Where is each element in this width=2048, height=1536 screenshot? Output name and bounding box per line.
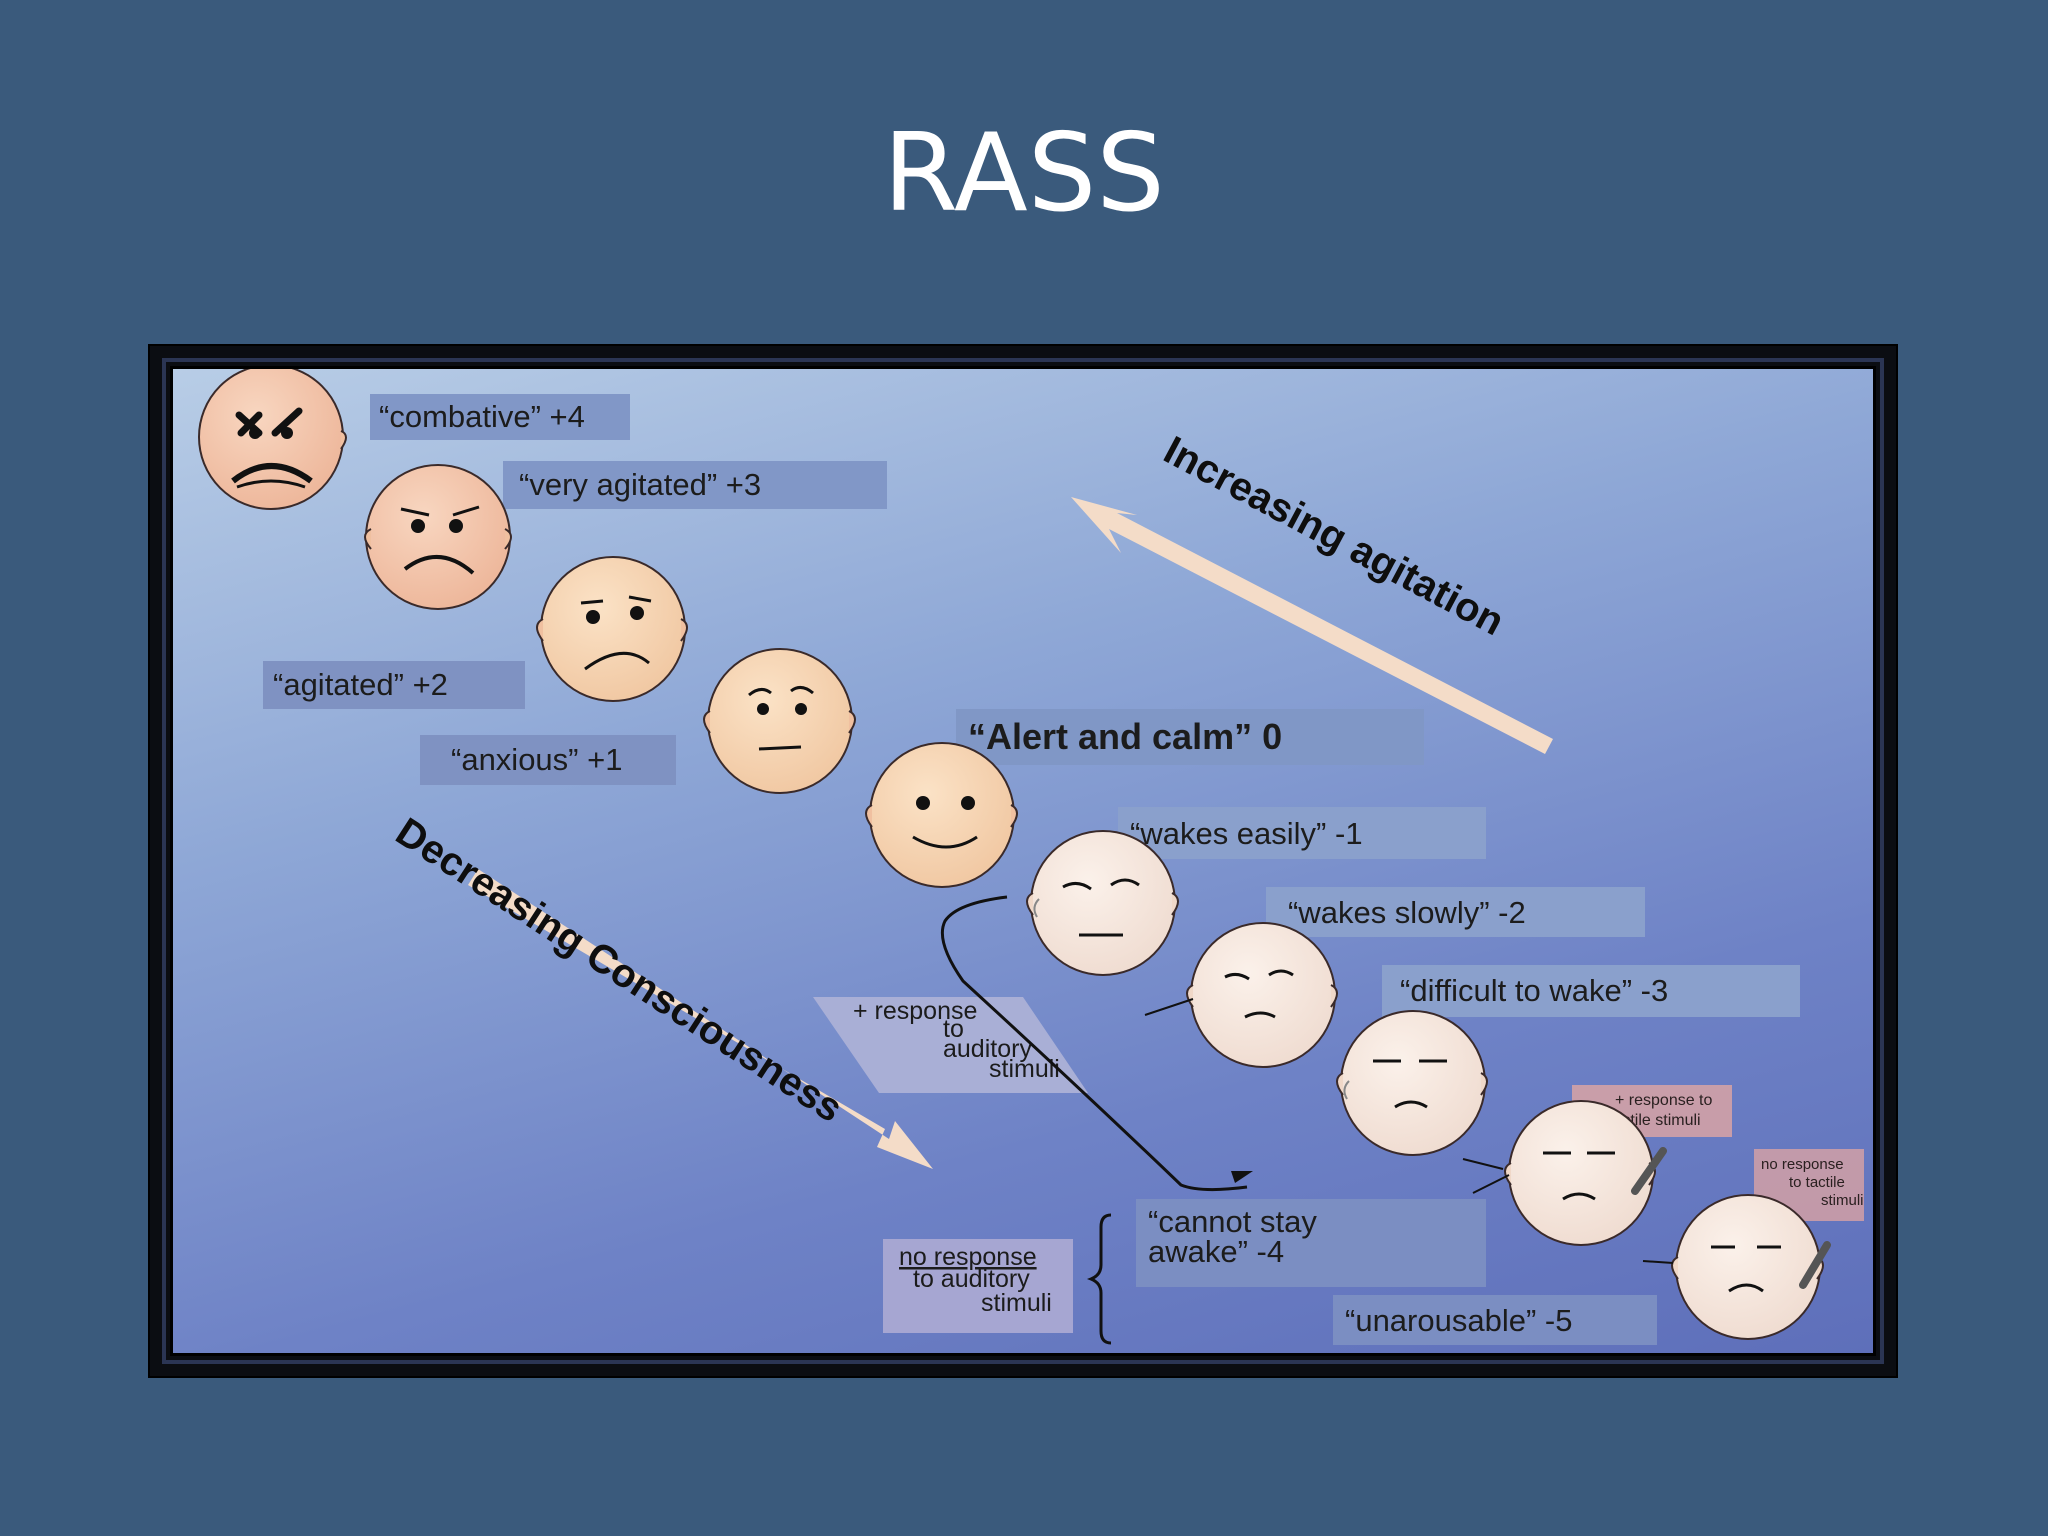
- face-very-agitated-plus3: [364, 464, 512, 610]
- face-wakes-slowly-minus2: [1144, 922, 1338, 1068]
- auditory-bracket-arrowhead: [1231, 1171, 1253, 1183]
- level-minus3-label: “difficult to wake” -3: [1400, 973, 1668, 1008]
- svg-text:to tactile: to tactile: [1789, 1174, 1845, 1191]
- rass-diagram-svg: Increasing agitation Decreasing Consciou…: [198, 369, 1864, 1345]
- increasing-agitation-arrow: Increasing agitation: [1071, 428, 1553, 754]
- level-plus2-label: “agitated” +2: [273, 667, 448, 702]
- level-minus4-label-line1: “cannot stay: [1148, 1204, 1317, 1239]
- face-wakes-easily-minus1: [1026, 830, 1179, 976]
- level-minus4-label-line2: awake” -4: [1148, 1234, 1284, 1269]
- level-plus4-label: “combative” +4: [379, 399, 585, 434]
- svg-text:to: to: [943, 1015, 964, 1043]
- face-difficult-to-wake-minus3: [1336, 1010, 1488, 1156]
- figure-frame: Increasing agitation Decreasing Consciou…: [148, 344, 1898, 1378]
- face-cannot-stay-awake-minus4: [1462, 1100, 1667, 1246]
- rass-diagram: Increasing agitation Decreasing Consciou…: [162, 358, 1884, 1364]
- svg-text:no response: no response: [899, 1243, 1037, 1271]
- level-minus2-label: “wakes slowly” -2: [1288, 895, 1526, 930]
- level-plus3-label: “very agitated” +3: [519, 467, 761, 502]
- svg-text:+ response: + response: [853, 997, 977, 1025]
- svg-text:stimuli: stimuli: [1821, 1192, 1864, 1209]
- svg-text:+ response to: + response to: [1615, 1092, 1713, 1109]
- face-anxious-plus1: [703, 648, 856, 794]
- level-0-label: “Alert and calm” 0: [968, 716, 1282, 757]
- face-alert-calm-0: [865, 742, 1018, 888]
- note-auditory-positive: + response to auditory stimuli: [813, 997, 1088, 1093]
- slide-title: RASS: [883, 111, 1165, 236]
- minus4-minus5-brace: [1086, 1213, 1112, 1345]
- face-combative-plus4: [198, 369, 347, 510]
- svg-text:to auditory: to auditory: [913, 1265, 1030, 1293]
- auditory-response-bracket: [940, 895, 1248, 1192]
- level-minus1-label: “wakes easily” -1: [1130, 816, 1363, 851]
- increasing-agitation-label: Increasing agitation: [1157, 428, 1511, 644]
- face-agitated-plus2: [536, 556, 688, 702]
- level-minus5-label: “unarousable” -5: [1345, 1303, 1572, 1338]
- svg-text:auditory: auditory: [943, 1035, 1032, 1063]
- decreasing-consciousness-arrow: Decreasing Consciousness: [388, 810, 933, 1169]
- decreasing-consciousness-label: Decreasing Consciousness: [388, 810, 850, 1131]
- face-unarousable-minus5: [1642, 1194, 1831, 1340]
- note-auditory-negative: no response to auditory stimuli: [883, 1239, 1073, 1333]
- svg-text:no response: no response: [1761, 1156, 1844, 1173]
- svg-text:stimuli: stimuli: [981, 1289, 1052, 1317]
- level-plus1-label: “anxious” +1: [451, 742, 622, 777]
